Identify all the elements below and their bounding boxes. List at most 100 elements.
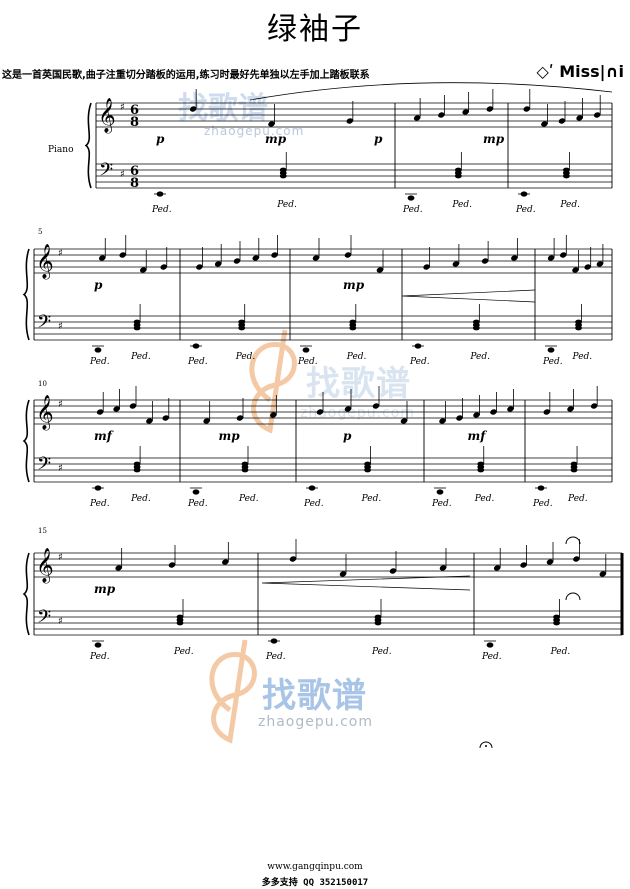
sharp-icon: ♯ [58,616,63,627]
chord-note-head [176,620,184,626]
note-head [423,264,430,270]
brace [22,552,30,636]
dynamic-marking: p [374,132,383,146]
note-head [339,571,347,577]
note-head [599,571,607,577]
note-head [252,255,260,261]
note-head [546,559,554,565]
pedal-mark: Ped. [572,352,593,362]
staff-lines [22,102,622,636]
pedal-mark: Ped. [532,499,553,509]
pedal-mark: Ped. [559,200,580,210]
chord-note-head [241,467,249,473]
footer-support: 多多支持 QQ 352150017 [261,878,369,888]
chord-note-head [570,467,578,473]
note-head [567,406,574,412]
note-head [316,409,324,415]
note-head [113,406,120,412]
note-head [520,562,527,568]
sharp-icon: ♯ [58,248,63,259]
time-signature-bottom: 8 [130,115,139,130]
chord-note-head [575,325,582,331]
treble-clef-icon: 𝄞 [98,98,116,134]
chord-note-head [279,173,287,179]
bass-note-head [94,642,102,648]
watermark-url: zhaogepu.com [258,714,373,730]
bass-clef-icon: 𝄢 [37,312,51,337]
fermata-dot [485,745,487,747]
note-head [376,267,384,273]
pedal-mark: Ped. [371,647,392,657]
pedal-mark: Ped. [451,200,472,210]
pedal-mark: Ped. [402,205,423,215]
note-head [222,559,229,565]
barlines [33,103,624,635]
pedal-mark: Ped. [151,205,172,215]
dynamic-marking: p [94,278,103,292]
decrescendo-hairpin [401,289,536,303]
bass-clef-icon: 𝄢 [99,160,113,185]
page-title: 绿袖子 [267,12,363,47]
pedal-mark: Ped. [303,499,324,509]
dynamic-marking: mf [468,429,488,443]
arranger-credit: ◇ʹ Miss|∩i [536,62,624,81]
note-head [160,264,168,270]
note-head [413,115,421,121]
chord-note-head [563,173,570,179]
note-head [572,267,579,273]
note-head [400,418,408,424]
dynamic-marking: mp [265,132,287,146]
pedal-mark: Ped. [431,499,452,509]
note-head [115,565,122,571]
pedal-mark: Ped. [481,652,502,662]
note-head [214,261,222,267]
sharp-icon: ♯ [120,102,125,113]
note-head [462,109,469,115]
watermark-brand: 找歌谱 [262,676,367,716]
note-head [584,264,592,270]
note-head [289,556,297,562]
measure-number: 10 [38,380,47,388]
treble-clef-icon: 𝄞 [36,395,54,431]
pedal-marks: Ped. Ped. Ped. Ped. Ped. Ped. Ped. Ped. Ped. Ped.… [89,200,592,662]
pedal-mark: Ped. [297,357,318,367]
bass-note-head [407,195,415,201]
pedal-mark: Ped. [89,499,110,509]
note-head [146,418,153,424]
bass-note-head [436,489,444,495]
note-head [507,406,514,412]
note-head [559,252,567,258]
sharp-icon: ♯ [120,169,125,180]
pedal-mark: Ped. [361,494,382,504]
chord-note-head [238,325,246,331]
sharp-icon: ♯ [58,552,63,563]
note-head [346,118,354,124]
slur [249,82,613,101]
note-head [162,415,170,421]
time-signature-top: 6 [130,164,139,179]
note-head [438,112,445,118]
note-head [576,115,583,121]
chord-note-head [477,467,485,473]
note-head [452,261,460,267]
note-head [268,121,275,127]
note-head [590,403,598,409]
sharp-icon: ♯ [58,399,63,410]
note-head [372,403,380,409]
bass-note-head [486,642,494,648]
note-head [490,409,497,415]
bass-clef-icon: 𝄢 [37,607,51,632]
note-head [344,252,352,258]
pedal-mark: Ped. [238,494,259,504]
bass-note-head [94,347,102,353]
fermata-icon [479,741,493,749]
time-signature-bottom: 8 [130,176,139,191]
pedal-mark: Ped. [567,494,588,504]
dynamic-marking: p [343,429,352,443]
pedal-mark: Ped. [474,494,495,504]
note-head [196,264,203,270]
pedal-mark: Ped. [346,352,367,362]
note-head [543,409,551,415]
fermata-icon [565,536,581,545]
